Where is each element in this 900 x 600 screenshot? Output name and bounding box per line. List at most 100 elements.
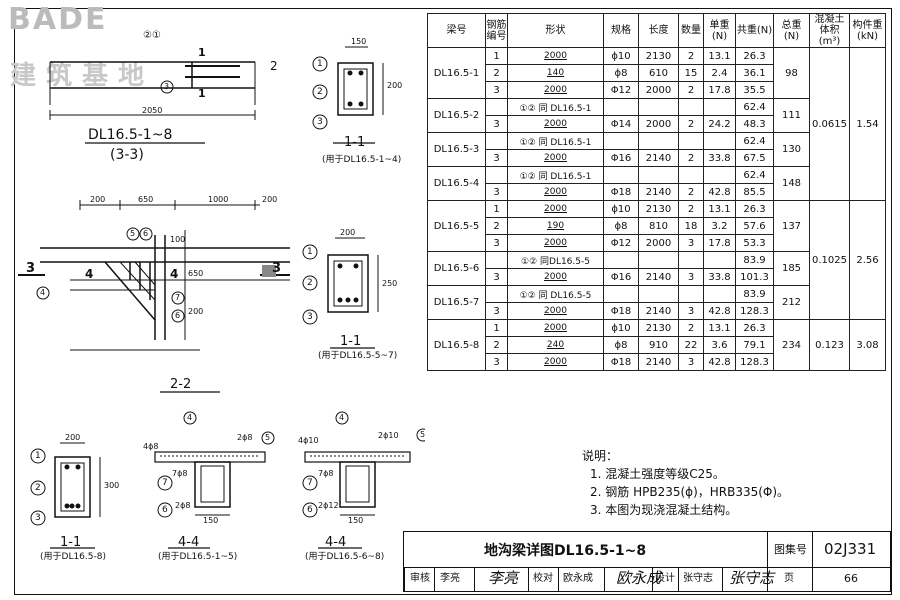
beam-id-cell: DL16.5-6 xyxy=(427,251,486,286)
unit-weight-cell: 33.8 xyxy=(703,268,736,286)
bar-no-cell: 3 xyxy=(485,268,508,286)
bar-qty-cell: 15 xyxy=(678,64,704,82)
logo-watermark: BADE xyxy=(8,2,108,37)
total-weight-cell: 53.3 xyxy=(735,234,774,252)
c4-b: 4 xyxy=(40,288,46,297)
total-weight-cell: 83.9 xyxy=(735,251,774,269)
tb-line-i xyxy=(767,567,768,591)
total-weight-cell: 26.3 xyxy=(735,319,774,337)
concrete-volume-cell: 0.0615 xyxy=(809,47,850,201)
tb-line-c xyxy=(528,567,529,591)
total-weight-cell: 128.3 xyxy=(735,353,774,371)
table-header-cell: 共重(N) xyxy=(735,13,774,48)
c4-d: 4 xyxy=(187,413,193,422)
bar-no-cell xyxy=(485,285,508,303)
bar-length-cell xyxy=(638,285,679,303)
title-block: 地沟梁详图DL16.5-1~8 图集号 02J331 审核 李亮 李亮 校对 欧… xyxy=(403,531,891,592)
bar-qty-cell: 3 xyxy=(678,234,704,252)
unit-weight-cell: 17.8 xyxy=(703,234,736,252)
section-4-4-a-title: 4-4 xyxy=(178,535,200,550)
c5-d: 5 xyxy=(265,433,271,442)
bar-shape-cell: 190 xyxy=(507,217,604,235)
dim-200-d: 200 xyxy=(65,433,81,442)
bar-no-cell: 3 xyxy=(485,353,508,371)
tb-line-b xyxy=(474,567,475,591)
member-weight-cell: 2.56 xyxy=(849,200,886,320)
member-weight-cell: 3.08 xyxy=(849,319,886,371)
bar-shape-cell: 2000 xyxy=(507,319,604,337)
group-total-cell: 130 xyxy=(773,132,810,167)
section-4-4-a-view xyxy=(154,451,266,549)
total-weight-cell: 62.4 xyxy=(735,98,774,116)
set-number: 02J331 xyxy=(824,540,877,558)
c5-b: 5 xyxy=(130,229,136,238)
checker-signature: 欧永成 xyxy=(616,569,662,587)
beam-id-cell: DL16.5-3 xyxy=(427,132,486,167)
unit-weight-cell: 3.6 xyxy=(703,336,736,354)
rebar-schedule-table: 梁号钢筋编号形状规格长度数量单重(N)共重(N)总重(N)混凝土体积(m³)构件… xyxy=(427,13,886,371)
bar-length-cell: 2000 xyxy=(638,234,679,252)
bar-no-cell: 3 xyxy=(485,115,508,133)
bar-no-cell: 3 xyxy=(485,302,508,320)
c7-d: 7 xyxy=(162,478,168,488)
total-weight-cell: 62.4 xyxy=(735,166,774,184)
table-header-cell: 长度 xyxy=(638,13,679,48)
bar-shape-cell: ①② 同 DL16.5-1 xyxy=(507,98,604,116)
unit-weight-cell: 42.8 xyxy=(703,302,736,320)
table-header-cell: 混凝土体积(m³) xyxy=(809,13,850,48)
bar-qty-cell xyxy=(678,98,704,116)
total-weight-cell: 48.3 xyxy=(735,115,774,133)
bar-2phi12: 2ϕ12 xyxy=(318,501,339,510)
group-total-cell: 185 xyxy=(773,251,810,286)
callout-2-1-label: ②① xyxy=(143,30,161,41)
bar-no-cell xyxy=(485,251,508,269)
total-weight-cell: 62.4 xyxy=(735,132,774,150)
bar-2phi8-b: 2ϕ8 xyxy=(175,501,191,510)
bar-qty-cell: 2 xyxy=(678,149,704,167)
bar-no-cell xyxy=(485,98,508,116)
bar-no-cell xyxy=(485,166,508,184)
bar-spec-cell: Φ12 xyxy=(603,234,639,252)
section-1-1-c-note: (用于DL16.5-8) xyxy=(40,552,106,562)
bar-spec-cell xyxy=(603,251,639,269)
c3-c: 3 xyxy=(35,513,41,523)
bar-shape-cell: 2000 xyxy=(507,183,604,201)
unit-weight-cell xyxy=(703,285,736,303)
dim-2050: 2050 xyxy=(142,106,163,115)
tb-line-d xyxy=(558,567,559,591)
bar-spec-cell: Φ16 xyxy=(603,268,639,286)
callout-circles xyxy=(30,56,425,526)
c2-c: 2 xyxy=(35,483,41,493)
cut-mark-2-right: 2 xyxy=(270,59,278,73)
bar-shape-cell: ①② 同 DL16.5-1 xyxy=(507,166,604,184)
bar-2phi8-a: 2ϕ8 xyxy=(237,433,253,442)
bar-spec-cell: ϕ10 xyxy=(603,200,639,218)
dim-650: 650 xyxy=(138,195,154,204)
bar-qty-cell: 2 xyxy=(678,115,704,133)
group-total-cell: 212 xyxy=(773,285,810,320)
bar-length-cell: 2000 xyxy=(638,81,679,99)
bar-spec-cell: ϕ10 xyxy=(603,47,639,65)
total-weight-cell: 79.1 xyxy=(735,336,774,354)
dim-1000: 1000 xyxy=(208,195,229,204)
bar-qty-cell: 2 xyxy=(678,47,704,65)
section-1-1-b-title: 1-1 xyxy=(340,334,362,349)
group-total-cell: 234 xyxy=(773,319,810,371)
bar-shape-cell: 2000 xyxy=(507,353,604,371)
tb-line-g xyxy=(678,567,679,591)
c1-c: 1 xyxy=(35,451,41,461)
tb-line-f xyxy=(652,567,653,591)
member-weight-cell: 1.54 xyxy=(849,47,886,201)
designer-name: 张守志 xyxy=(683,573,713,584)
c5-e: 5 xyxy=(420,430,426,439)
cut-mark-4-right: 4 xyxy=(170,267,179,281)
unit-weight-cell: 3.2 xyxy=(703,217,736,235)
